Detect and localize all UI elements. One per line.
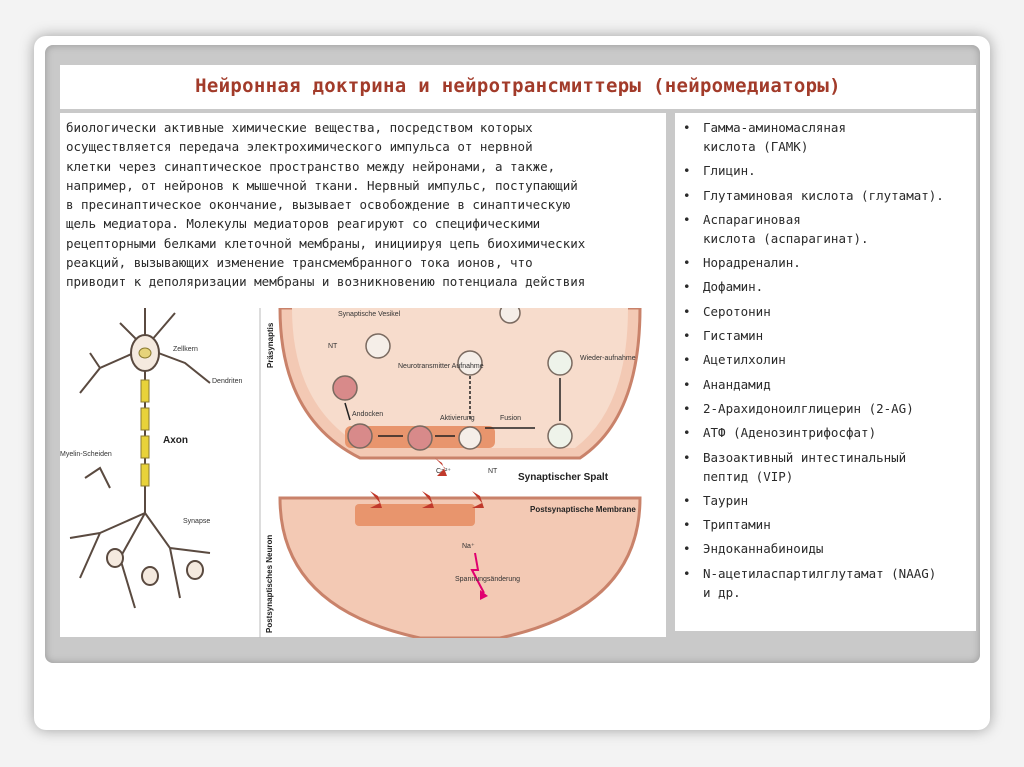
label-nt-uptake: Neurotransmitter Aufnahme <box>398 363 484 370</box>
neurotransmitter-label: N-ацетиласпартилглутамат (NAAG) и др. <box>703 566 936 600</box>
label-nt-cleft: NT <box>488 468 498 475</box>
bullet-icon: • <box>683 423 691 442</box>
description-line: биологически активные химические веществ… <box>66 118 662 137</box>
neurotransmitter-item: • Эндоканнабиноиды <box>681 539 973 558</box>
bullet-icon: • <box>683 515 691 534</box>
neurotransmitter-label: Глутаминовая кислота (глутамат). <box>703 188 944 203</box>
bullet-icon: • <box>683 539 691 558</box>
bullet-icon: • <box>683 375 691 394</box>
description-text: биологически активные химические веществ… <box>66 118 662 292</box>
bullet-icon: • <box>683 350 691 369</box>
bullet-icon: • <box>683 326 691 345</box>
neurotransmitter-label: Аспарагиновая кислота (аспарагинат). <box>703 212 869 246</box>
bullet-icon: • <box>683 399 691 418</box>
description-line: например, от нейронов к мышечной ткани. … <box>66 176 662 195</box>
neurotransmitter-item: • Ацетилхолин <box>681 350 973 369</box>
neurotransmitter-label: Гистамин <box>703 328 763 343</box>
label-myelin: Myelin-Scheiden <box>60 451 112 458</box>
neurotransmitter-item: • Гамма-аминомасляная кислота (ГАМК) <box>681 118 973 156</box>
bullet-icon: • <box>683 448 691 467</box>
bullet-icon: • <box>683 491 691 510</box>
neurotransmitter-label: Дофамин. <box>703 279 763 294</box>
label-dendrites: Dendriten <box>212 378 242 385</box>
bullet-icon: • <box>683 302 691 321</box>
neurotransmitter-item: • Вазоактивный интестинальный пептид (VIP… <box>681 448 973 486</box>
neurotransmitter-item: • Глутаминовая кислота (глутамат). <box>681 186 973 205</box>
label-reuptake: Wieder-aufnahme <box>580 355 636 362</box>
label-activation: Aktivierung <box>440 415 475 422</box>
neurotransmitter-item: • Норадреналин. <box>681 253 973 272</box>
synapse-diagram: Zellkern Dendriten Myelin-Scheiden Axon … <box>60 308 666 638</box>
neurotransmitter-list: • Гамма-аминомасляная кислота (ГАМК) • Глиц… <box>681 118 973 607</box>
description-line: осуществляется передача электрохимическо… <box>66 137 662 156</box>
bullet-icon: • <box>683 564 691 583</box>
bullet-icon: • <box>683 277 691 296</box>
label-synapse: Synapse <box>183 518 210 525</box>
neurotransmitter-label: 2-Арахидоноилглицерин (2-AG) <box>703 401 914 416</box>
description-line: реакций, вызывающих изменение трансмембр… <box>66 253 662 272</box>
neurotransmitter-item: • N-ацетиласпартилглутамат (NAAG) и др. <box>681 564 973 602</box>
neurotransmitter-item: • Аспарагиновая кислота (аспарагинат). <box>681 210 973 248</box>
label-axon: Axon <box>163 435 188 446</box>
neurotransmitter-label: Анандамид <box>703 377 771 392</box>
neurotransmitter-label: Триптамин <box>703 517 771 532</box>
description-line: приводит к деполяризации мембраны и возн… <box>66 272 662 291</box>
neurotransmitter-label: Серотонин <box>703 304 771 319</box>
label-cleft: Synaptischer Spalt <box>518 472 609 483</box>
label-vesicle: Synaptische Vesikel <box>338 311 401 318</box>
neurotransmitter-label: Эндоканнабиноиды <box>703 541 823 556</box>
bullet-icon: • <box>683 186 691 205</box>
neurotransmitter-label: Глицин. <box>703 163 756 178</box>
neurotransmitter-label: Таурин <box>703 493 748 508</box>
label-voltage-change: Spannungsänderung <box>455 576 520 583</box>
neurotransmitter-item: • Таурин <box>681 491 973 510</box>
neurotransmitter-item: • Гистамин <box>681 326 973 345</box>
bullet-icon: • <box>683 253 691 272</box>
label-postsyn-membrane: Postsynaptische Membrane <box>530 505 636 514</box>
bullet-icon: • <box>683 118 691 137</box>
neurotransmitter-item: • АТФ (Аденозинтрифосфат) <box>681 423 973 442</box>
description-line: щель медиатора. Молекулы медиаторов реаг… <box>66 214 662 233</box>
neurotransmitter-label: Ацетилхолин <box>703 352 786 367</box>
bullet-icon: • <box>683 161 691 180</box>
neurotransmitter-label: Вазоактивный интестинальный пептид (VIP) <box>703 450 906 484</box>
neurotransmitter-label: Норадреналин. <box>703 255 801 270</box>
neuron-illustration <box>70 308 210 608</box>
neurotransmitter-label: АТФ (Аденозинтрифосфат) <box>703 425 876 440</box>
description-line: рецепторными белками клеточной мембраны,… <box>66 234 662 253</box>
neurotransmitter-item: • Глицин. <box>681 161 973 180</box>
slide-title: Нейронная доктрина и нейротрансмиттеры (… <box>60 75 976 97</box>
neurotransmitter-label: Гамма-аминомасляная кислота (ГАМК) <box>703 120 846 154</box>
label-cell-body: Zellkern <box>173 346 198 353</box>
neurotransmitter-item: • Серотонин <box>681 302 973 321</box>
bullet-icon: • <box>683 210 691 229</box>
label-docking: Andocken <box>352 411 383 418</box>
label-postsyn-neuron: Postsynaptisches Neuron <box>265 535 274 633</box>
label-nt: NT <box>328 343 338 350</box>
title-bar: Нейронная доктрина и нейротрансмиттеры (… <box>60 65 976 109</box>
description-line: в пресинаптическое окончание, вызывает о… <box>66 195 662 214</box>
label-presynaptic: Präsynaptis <box>266 322 275 368</box>
label-fusion: Fusion <box>500 415 521 422</box>
neurotransmitter-item: • Анандамид <box>681 375 973 394</box>
description-line: клетки через синаптическое пространство … <box>66 157 662 176</box>
label-na: Na⁺ <box>462 543 475 550</box>
neurotransmitter-item: • 2-Арахидоноилглицерин (2-AG) <box>681 399 973 418</box>
neurotransmitter-item: • Триптамин <box>681 515 973 534</box>
neurotransmitter-item: • Дофамин. <box>681 277 973 296</box>
